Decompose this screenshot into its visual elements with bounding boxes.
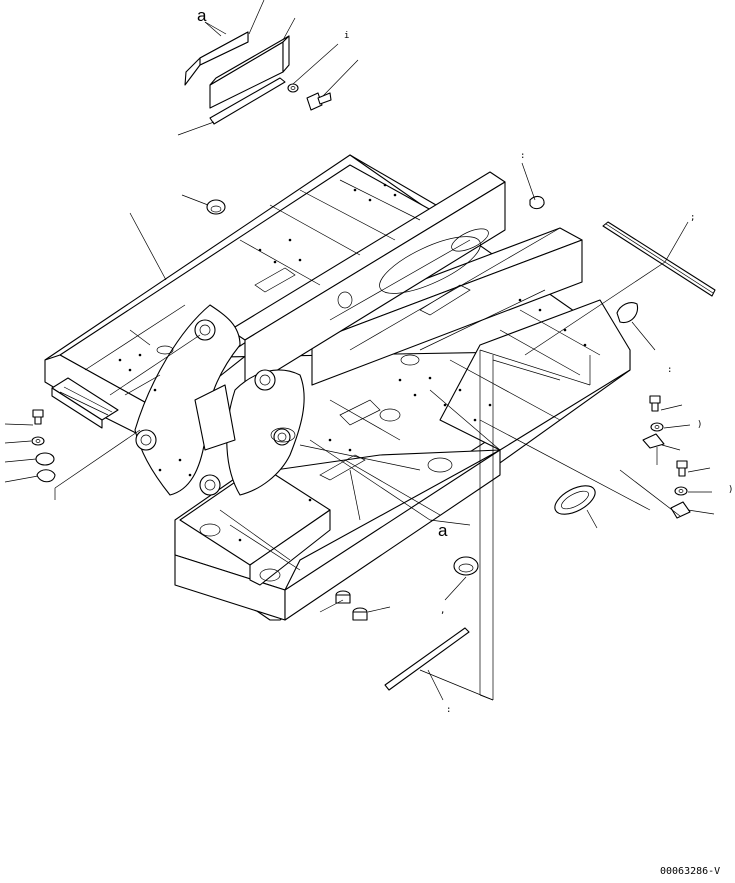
cap-right-2: [670, 501, 691, 519]
grommet-upper-left: [206, 199, 226, 215]
clip-upper: [529, 195, 545, 210]
svg-text::: :: [520, 151, 525, 161]
washer-right-1: [650, 422, 664, 432]
drawing-number: 00063286-V: [660, 866, 720, 877]
svg-text:): ): [728, 485, 733, 495]
callout-a-main: a: [438, 521, 448, 540]
svg-text::: :: [667, 365, 672, 375]
rubber-strip-top: [209, 77, 286, 125]
svg-text:): ): [697, 420, 702, 430]
rubber-strip-right: [602, 221, 716, 297]
frame-detail-lines: [84, 179, 601, 582]
rubber-stopper-1: [335, 590, 351, 604]
bolt-top: [306, 92, 332, 111]
step-left: [51, 377, 119, 429]
washer-right-2: [674, 486, 688, 496]
washer-top: [287, 83, 299, 93]
oval-grommet: [554, 485, 596, 515]
bolt-right-1: [649, 395, 661, 412]
cap-right-1: [642, 433, 665, 449]
svg-text:,: ,: [440, 606, 445, 616]
main-frame: [44, 154, 631, 621]
bolt-right-2: [676, 460, 688, 477]
svg-text:;: ;: [690, 213, 695, 223]
cap-left-2: [36, 469, 56, 483]
callout-a-top: a: [197, 6, 207, 25]
boom-foot-bracket: [134, 304, 305, 496]
cover-plate-upper: [184, 31, 249, 86]
rubber-strip-lower: [384, 627, 470, 691]
tick-mark-1: i: [344, 31, 349, 41]
leaders-top: [177, 0, 359, 136]
index-marks: : ; : ) ) , :: [440, 151, 733, 715]
rubber-stopper-2: [352, 607, 368, 621]
svg-text::: :: [446, 705, 451, 715]
bolt-holes: [118, 183, 587, 542]
bolt-left: [32, 409, 44, 425]
cover-cap-right: [616, 302, 639, 324]
cover-plate-middle: [209, 35, 290, 109]
washer-left: [31, 436, 45, 446]
leader-lines: [4, 162, 715, 701]
round-grommet-lower: [453, 556, 479, 576]
cap-left-1: [35, 452, 55, 466]
